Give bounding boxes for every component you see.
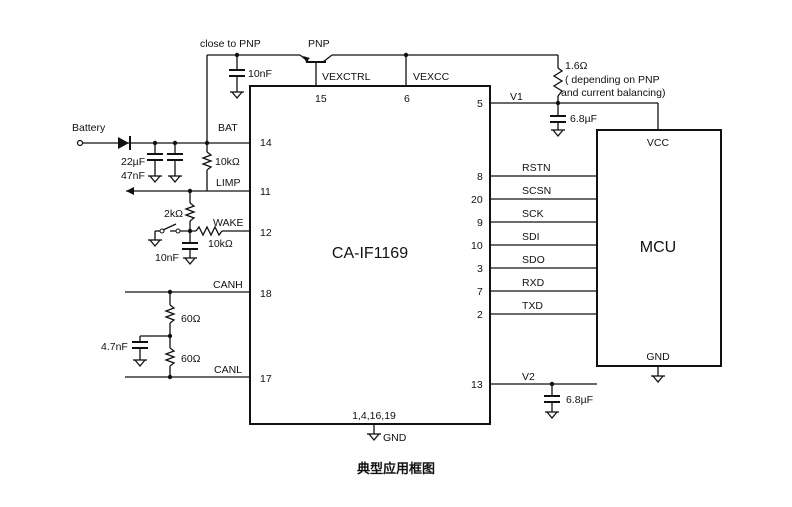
pin-num-limp: 11 <box>260 186 271 198</box>
pin-num-sdi: 10 <box>471 240 483 252</box>
r-pnp-label: 1.6Ω <box>565 60 588 72</box>
r-pnp-note-1: ( depending on PNP <box>565 74 660 86</box>
r-wake-label: 10kΩ <box>208 238 233 250</box>
c-bat1-label: 22µF <box>121 156 145 168</box>
battery-terminal <box>76 139 84 147</box>
resistor-symbols <box>164 67 564 367</box>
mcu-vcc-label: VCC <box>647 137 670 149</box>
pin-name-txd: TXD <box>522 300 543 312</box>
pin-num-vexctrl: 15 <box>315 93 327 105</box>
pin-name-sdo: SDO <box>522 254 545 266</box>
c-can-label: 4.7nF <box>101 341 128 353</box>
c-wake-label: 10nF <box>155 252 179 264</box>
pin-name-rxd: RXD <box>522 277 545 289</box>
r-limp-label: 10kΩ <box>215 156 240 168</box>
mcu-gnd-label: GND <box>646 351 670 363</box>
r-canh-label: 60Ω <box>181 313 201 325</box>
chip-bottom-pins: 1,4,16,19 <box>352 410 396 422</box>
pin-num-canl: 17 <box>260 373 272 385</box>
pin-num-v2: 13 <box>471 379 483 391</box>
pin-name-bat: BAT <box>218 122 238 134</box>
pin-name-scsn: SCSN <box>522 185 551 197</box>
ground-symbols <box>133 91 665 442</box>
diagram-caption: 典型应用框图 <box>357 461 435 477</box>
pin-name-canl: CANL <box>214 364 242 376</box>
diode-symbol <box>118 136 131 150</box>
pin-name-vexctrl: VEXCTRL <box>322 71 371 83</box>
c-bat2-label: 47nF <box>121 170 145 182</box>
r-pnp-note-2: and current balancing) <box>561 87 665 99</box>
c-vexctrl-label: 10nF <box>248 68 272 80</box>
mcu-box <box>596 129 722 367</box>
pin-num-wake: 12 <box>260 227 272 239</box>
mcu-name: MCU <box>640 239 676 256</box>
pin-name-limp: LIMP <box>216 177 241 189</box>
chip-box <box>249 85 491 425</box>
pnp-transistor-symbol <box>299 54 333 63</box>
pin-num-vexcc: 6 <box>404 93 410 105</box>
c-v1-label: 6.8µF <box>570 113 597 125</box>
pin-name-v2: V2 <box>522 371 535 383</box>
c-v2-label: 6.8µF <box>566 394 593 406</box>
limp-arrow <box>126 187 134 195</box>
r-wake-pull-label: 2kΩ <box>164 208 183 220</box>
pin-num-canh: 18 <box>260 288 272 300</box>
pin-num-sck: 9 <box>477 217 483 229</box>
r-canl-label: 60Ω <box>181 353 201 365</box>
close-to-pnp-label: close to PNP <box>200 38 261 50</box>
battery-label: Battery <box>72 122 106 134</box>
wake-switch-symbol <box>159 223 181 234</box>
capacitor-symbols <box>132 69 566 403</box>
pin-num-scsn: 20 <box>471 194 483 206</box>
pin-name-canh: CANH <box>213 279 243 291</box>
pin-name-wake: WAKE <box>213 217 244 229</box>
chip-name: CA-IF1169 <box>332 245 408 262</box>
chip-gnd-label: GND <box>383 432 407 444</box>
pin-num-v1: 5 <box>477 98 483 110</box>
pnp-label: PNP <box>308 38 330 50</box>
pin-name-vexcc: VEXCC <box>413 71 450 83</box>
pin-num-bat: 14 <box>260 137 272 149</box>
pin-num-txd: 2 <box>477 309 483 321</box>
pin-num-rxd: 7 <box>477 286 483 298</box>
pin-num-rstn: 8 <box>477 171 483 183</box>
pin-name-sck: SCK <box>522 208 544 220</box>
pin-name-rstn: RSTN <box>522 162 551 174</box>
pin-name-sdi: SDI <box>522 231 540 243</box>
junction-dots <box>152 52 561 387</box>
pin-num-sdo: 3 <box>477 263 483 275</box>
pin-name-v1: V1 <box>510 91 523 103</box>
